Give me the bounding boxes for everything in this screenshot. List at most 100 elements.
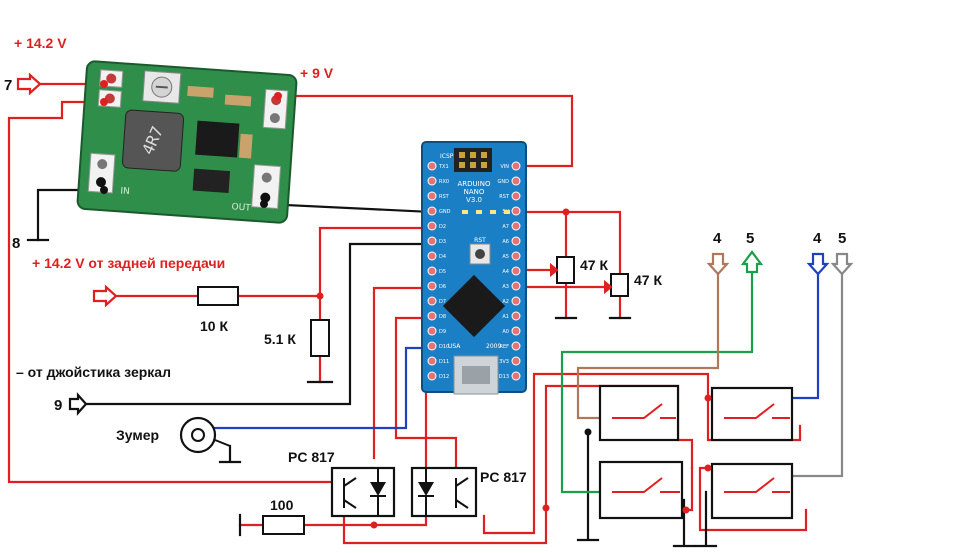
- label-c5a: 5: [746, 230, 754, 247]
- nano-pin-label: A0: [502, 329, 509, 335]
- wire-c4b-relay: [790, 266, 820, 400]
- nano-pin-pad: [511, 191, 521, 201]
- wire-d2-divider: [318, 226, 434, 322]
- module-pad-hole: [260, 192, 271, 203]
- blue-wires: [212, 266, 820, 430]
- nano-pin-label: D4: [439, 254, 446, 260]
- icsp-label: ICSP: [440, 153, 454, 160]
- pc817-right-body: [410, 466, 478, 518]
- module-terminal-in-plus-2: [100, 98, 108, 106]
- label-r51k: 5.1 К: [264, 331, 296, 347]
- nano-pin-pad: [427, 191, 437, 201]
- wire-c4a-relay: [576, 266, 720, 420]
- arrow-pin9: [68, 392, 88, 416]
- icsp-header: [454, 148, 492, 172]
- nano-pin-label: D10: [439, 344, 449, 350]
- nano-pin-label: GND: [498, 179, 510, 185]
- nano-pin-pad: [511, 266, 521, 276]
- module-pad-hole: [106, 73, 117, 84]
- module-pad-hole: [261, 172, 272, 183]
- label-14v: + 14.2 V: [14, 35, 67, 51]
- label-pin8: 8: [12, 235, 20, 252]
- gray-wires: [790, 266, 844, 478]
- arrow-pin7: [16, 72, 42, 96]
- junction-dots: [316, 208, 712, 529]
- pc817-left-body: [330, 466, 396, 518]
- nano-pin-label: A6: [502, 239, 509, 245]
- black-wires: [26, 188, 718, 548]
- relay-top-right: [710, 386, 794, 442]
- nano-pin-label: GND: [439, 209, 451, 215]
- nano-pin-label: D11: [439, 359, 449, 365]
- smd-resistor: [224, 94, 252, 107]
- nano-pin-pad: [427, 176, 437, 186]
- nano-pin-pad: [511, 311, 521, 321]
- nano-pin-pad: [511, 341, 521, 351]
- mcu-chip: [442, 274, 506, 338]
- led-pwm: [490, 210, 496, 214]
- nano-pin-label: RST: [439, 194, 450, 200]
- inductor: [121, 109, 185, 172]
- reset-button-cap: [475, 249, 485, 259]
- pc817-left-transistor: [343, 477, 357, 509]
- module-pad-hole: [95, 177, 106, 188]
- smd-capacitor: [239, 133, 253, 159]
- optocoupler-left: [330, 466, 396, 518]
- brown-wires: [576, 266, 720, 420]
- nano-pin-label: A5: [502, 254, 509, 260]
- pc817-right-transistor: [455, 477, 469, 509]
- nano-pin-label: A7: [502, 224, 509, 230]
- ground-buzzer: [218, 444, 242, 464]
- wire-relay-bottom-right-coil: [698, 466, 808, 532]
- nano-pin-pad: [511, 371, 521, 381]
- nano-pin-pad: [511, 251, 521, 261]
- dc-dc-module: 4R7 IN OUT: [76, 60, 298, 224]
- module-terminal-out-plus: [274, 92, 282, 100]
- nano-pin-label: D6: [439, 284, 446, 290]
- wire-c5a-relay: [560, 266, 754, 494]
- arrow-c5a: [740, 250, 764, 274]
- nano-pin-pad: [511, 296, 521, 306]
- label-c5b: 5: [838, 230, 846, 247]
- nano-pin-pad: [427, 281, 437, 291]
- arrow-c4a: [706, 252, 730, 276]
- label-pin9: 9: [54, 397, 62, 414]
- nano-pin-pad: [511, 176, 521, 186]
- nano-pin-pad: [427, 296, 437, 306]
- nano-pin-pad: [427, 356, 437, 366]
- nano-pin-label: A4: [502, 269, 509, 275]
- nano-pin-pad: [511, 161, 521, 171]
- module-pad-hole: [269, 113, 280, 124]
- module-pad-in-minus: [87, 152, 116, 194]
- wire-9v-to-vin: [276, 94, 574, 168]
- ground-relays-a: [576, 430, 600, 542]
- label-reverse-gear: + 14.2 V от задней передачи: [32, 255, 225, 271]
- potentiometer-2: [610, 273, 629, 297]
- label-pin7: 7: [4, 77, 12, 94]
- year-label: 2009: [486, 343, 501, 350]
- nano-pin-pad: [511, 221, 521, 231]
- wire-d3-pin9: [78, 242, 434, 406]
- nano-pin-label: RX0: [439, 179, 449, 185]
- resistor-5k1: [310, 319, 330, 357]
- usa-label: USA: [448, 343, 461, 350]
- nano-pin-label: D8: [439, 314, 446, 320]
- module-pad-hole: [97, 159, 108, 170]
- nano-pin-pad: [427, 311, 437, 321]
- label-pot2: 47 К: [634, 272, 662, 288]
- wire-d10-buzzer: [212, 346, 434, 430]
- arrow-c5b: [830, 252, 854, 276]
- nano-pin-label: D13: [499, 374, 509, 380]
- module-terminal-in-plus: [100, 80, 108, 88]
- nano-pin-label: D7: [439, 299, 446, 305]
- nano-pin-label: D3: [439, 239, 446, 245]
- label-joystick: – от джойстика зеркал: [16, 364, 171, 380]
- wire-relay-bottom-left-coil: [684, 466, 694, 512]
- nano-pin-label: D5: [439, 269, 446, 275]
- buzzer: [179, 416, 231, 454]
- nano-title-1: ARDUINO: [458, 180, 491, 188]
- nano-pin-label: VIN: [500, 164, 509, 170]
- wire-d7-optoB: [394, 316, 458, 478]
